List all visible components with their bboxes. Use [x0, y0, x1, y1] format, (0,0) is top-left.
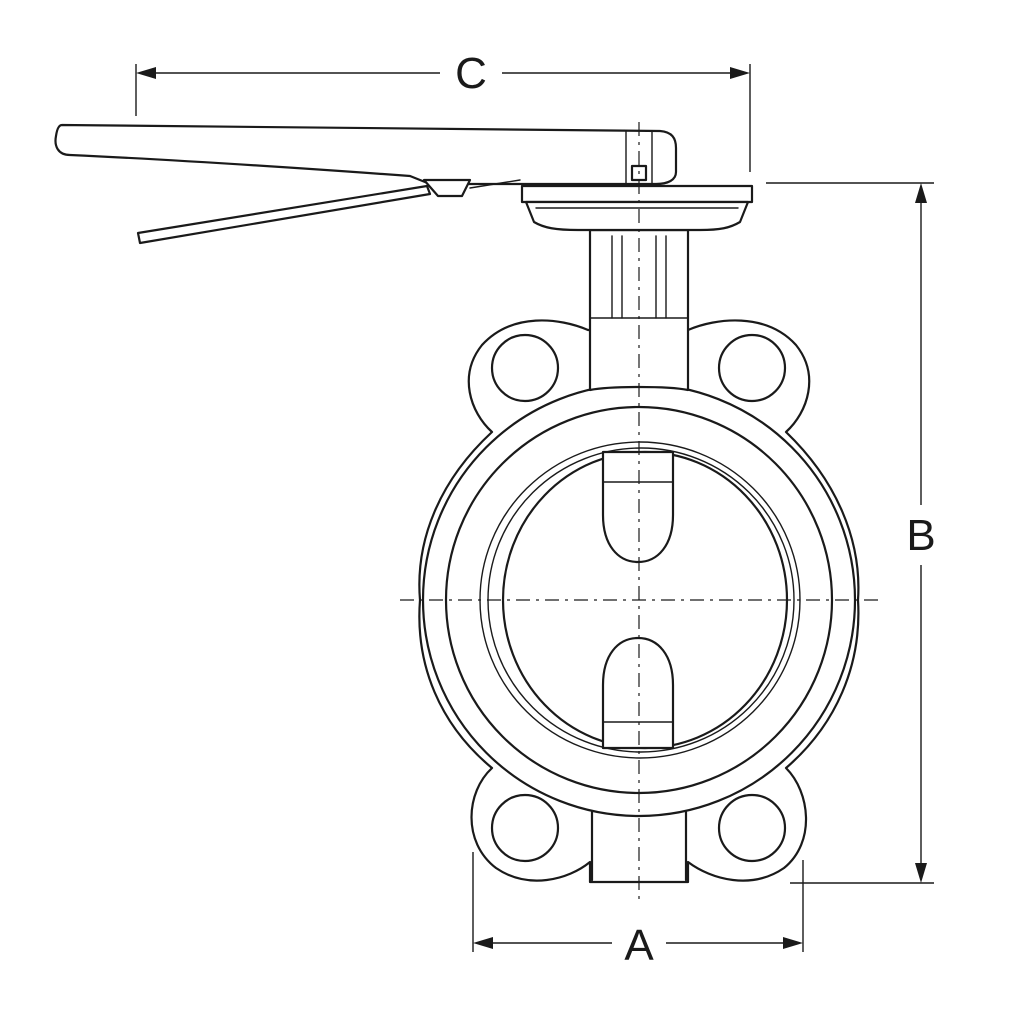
disc-hub-top — [601, 450, 675, 564]
bolt-hole-bottom-right — [717, 793, 787, 863]
dimension-a: A — [472, 852, 804, 970]
dimension-a-arrow-left — [473, 937, 493, 949]
dimension-b-arrow-bottom — [915, 863, 927, 883]
dimension-b-arrow-top — [915, 183, 927, 203]
dimension-b-label: B — [906, 511, 935, 560]
lever-handle — [54, 123, 678, 245]
dimension-c-label: C — [455, 49, 487, 98]
dimension-a-arrow-right — [783, 937, 803, 949]
bottom-boss-sides — [590, 810, 688, 882]
latch-link — [469, 179, 521, 189]
lever-latch-block — [422, 178, 472, 198]
dimension-a-label: A — [624, 921, 654, 970]
bolt-hole-top-right — [717, 333, 787, 403]
dimension-b: B — [766, 182, 936, 884]
body-outline — [418, 319, 860, 884]
dimension-c-arrow-right — [730, 67, 750, 79]
top-plate-upper — [520, 184, 754, 204]
lever-bar — [54, 123, 678, 186]
top-flange — [520, 184, 754, 232]
top-plate-body — [524, 200, 750, 232]
dimension-c: C — [135, 49, 751, 172]
dimension-c-arrow-left — [136, 67, 156, 79]
latch-trigger-bar — [136, 184, 432, 245]
disc-hub-bottom — [601, 636, 675, 750]
bolt-hole-top-left — [490, 333, 560, 403]
bolt-hole-bottom-left — [490, 793, 560, 863]
